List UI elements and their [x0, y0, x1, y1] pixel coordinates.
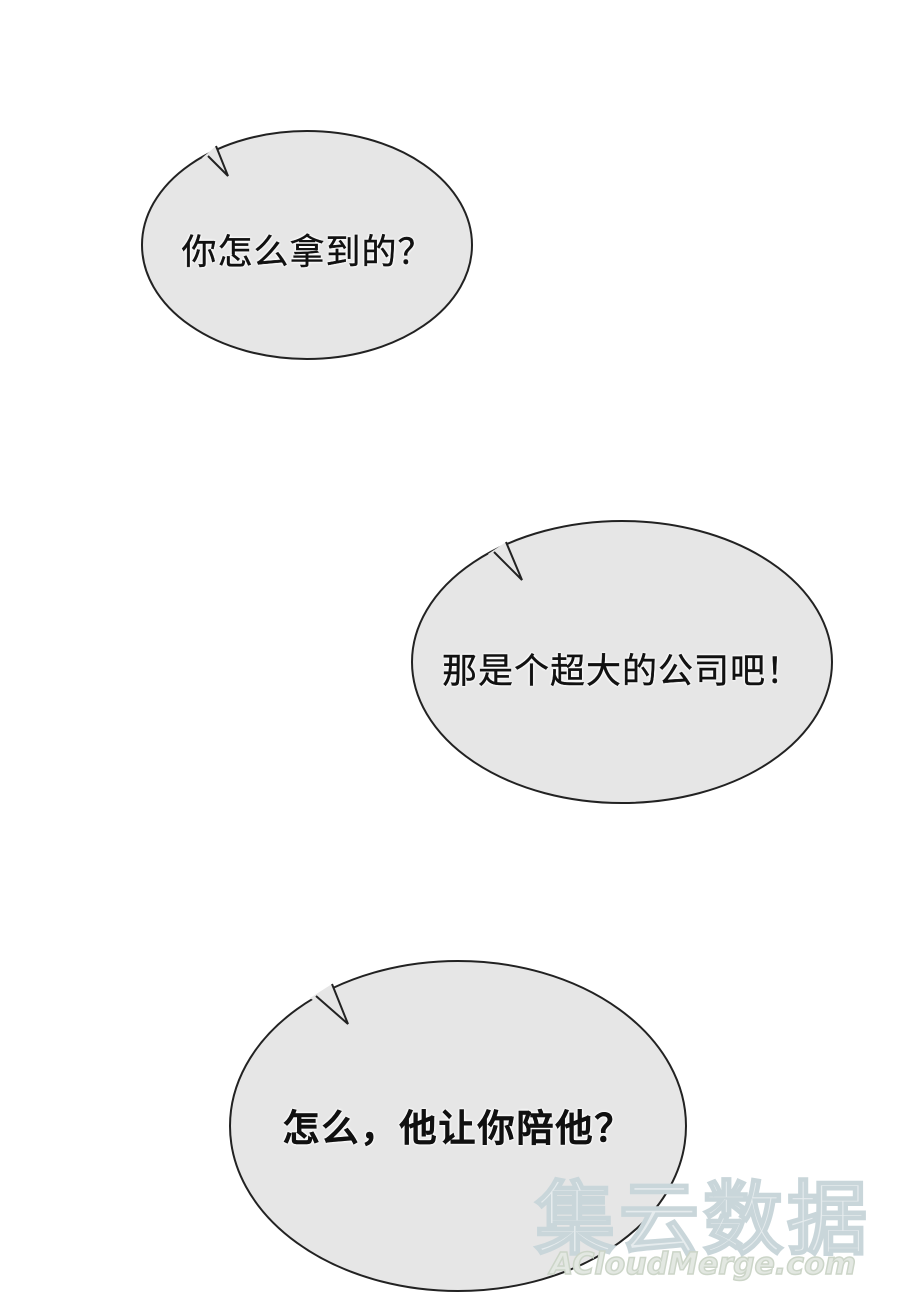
watermark-english-text: ACloudMerge.com	[549, 1246, 856, 1283]
watermark-chinese-text: 集云数据	[534, 1172, 871, 1267]
speech-bubble-3-shape	[229, 960, 687, 1292]
speech-bubble-1-shape	[141, 130, 473, 360]
speech-bubble-1: 你怎么拿到的？	[140, 128, 475, 362]
speech-bubble-3-text: 怎么，他让你陪他？	[282, 1107, 634, 1150]
watermark: 集云数据 ACloudMerge.com	[516, 1155, 890, 1285]
speech-bubble-2-text: 那是个超大的公司吧！	[441, 652, 802, 692]
speech-bubble-2-shape	[411, 520, 833, 804]
speech-bubble-2: 那是个超大的公司吧！	[410, 518, 834, 806]
speech-bubble-1-text: 你怎么拿到的？	[181, 233, 434, 273]
speech-bubble-3: 怎么，他让你陪他？	[228, 958, 688, 1294]
